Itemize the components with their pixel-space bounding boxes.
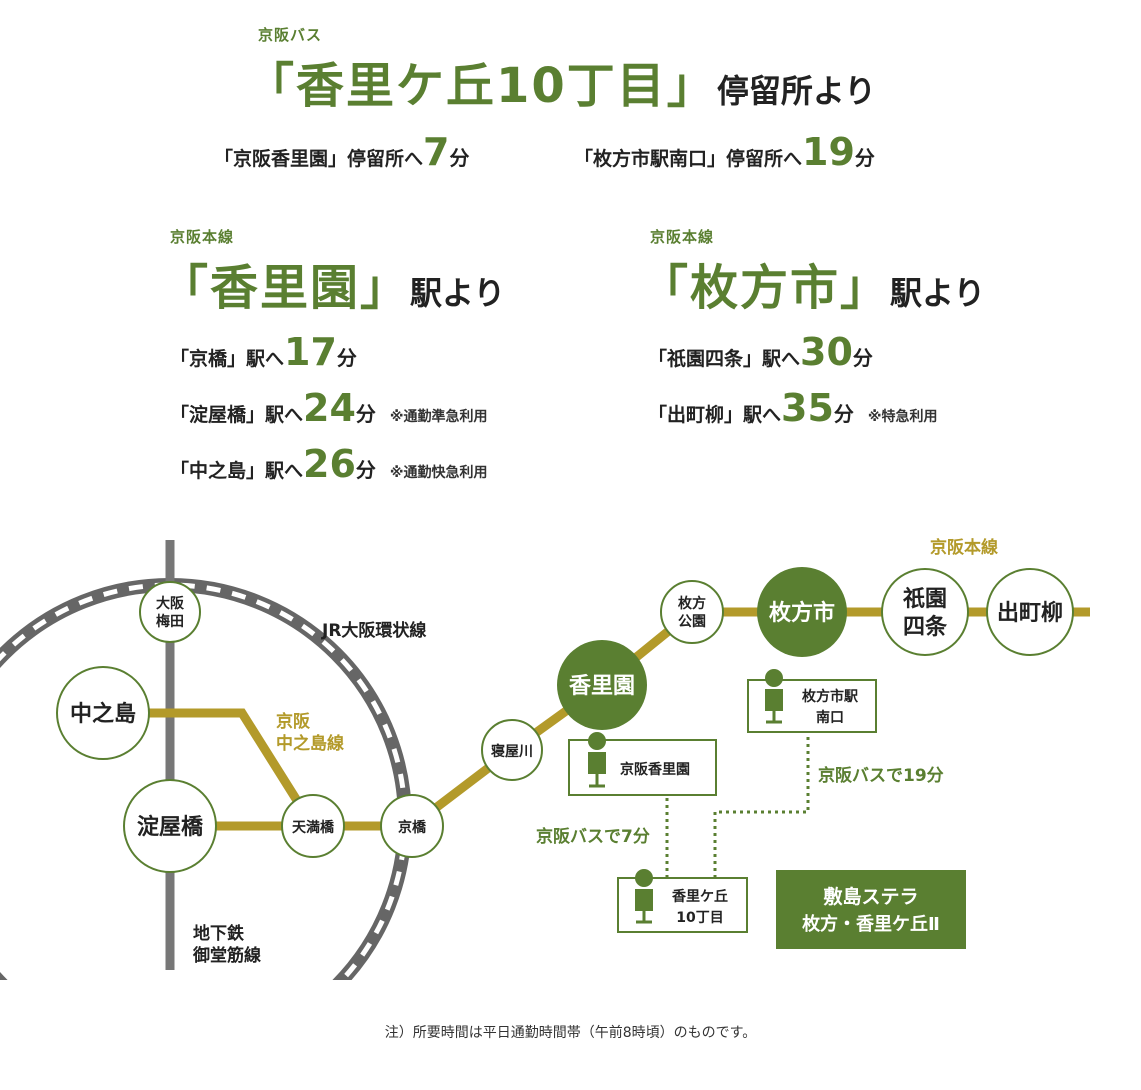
korien-route-2: 「淀屋橋」駅へ 24 分 ※通勤準急利用 [170,386,488,430]
route-unit: 分 [336,346,357,370]
station-hirakatashi: 枚方市 [757,567,847,657]
bus-route-1: 「京阪香里園」停留所へ 7 分 [214,130,469,174]
route-label: 「祇園四条」駅へ [648,348,801,370]
bus-route-label-korien: 京阪バスで7分 [536,826,650,847]
route-label: 「淀屋橋」駅へ [170,404,304,426]
route-unit: 分 [833,402,854,426]
hirakata-heading: 「枚方市」 駅より [640,248,985,318]
nakanoshima-line-label-2: 中之島線 [276,733,344,754]
midosuji-label-1: 地下鉄 [193,923,244,944]
route-note: ※特急利用 [867,409,938,425]
property-box: 敷島ステラ 枚方・香里ケ丘Ⅱ [776,870,966,949]
hirakata-route-1: 「祇園四条」駅へ 30 分 [648,330,873,374]
property-name: 敷島ステラ [823,885,918,908]
station-demachiyanagi: 出町柳 [986,568,1074,656]
route-unit: 分 [854,146,875,170]
hirakata-title: 「枚方市」 [640,260,891,316]
korien-route-3: 「中之島」駅へ 26 分 ※通勤快急利用 [170,442,488,486]
bus-stop-label: 香里ケ丘 [671,888,728,905]
bus-stop-icon [765,669,783,724]
bus-route-dots-hirakata [713,733,810,878]
hirakata-line-label: 京阪本線 [650,228,715,246]
station-neyagawa: 寝屋川 [481,719,543,781]
station-yodoyabashi: 淀屋橋 [123,779,217,873]
route-label: 「中之島」駅へ [170,460,304,482]
bus-stop-label: 枚方市駅 [802,688,859,705]
hirakata-suffix: 駅より [890,274,986,312]
station-label: 四条 [903,614,948,640]
station-label: 京橋 [398,819,427,836]
station-label: 中之島 [70,701,136,727]
bus-stop-label: 京阪香里園 [620,761,690,778]
station-label: 梅田 [156,613,184,630]
bus-route-2: 「枚方市駅南口」停留所へ 19 分 [574,130,875,174]
route-minutes: 7 [423,130,450,174]
bus-stop-icon [635,869,653,924]
nakanoshima-line-label-1: 京阪 [276,711,310,732]
bus-stop-label: 南口 [816,709,844,726]
route-unit: 分 [852,346,873,370]
route-label: 「出町柳」駅へ [648,404,782,426]
route-unit: 分 [449,146,470,170]
station-korien: 香里園 [557,640,647,730]
station-label: 枚方市 [769,600,835,626]
station-label: 祇園 [902,586,947,612]
route-minutes: 35 [781,386,834,430]
bus-operator-label: 京阪バス [258,26,323,44]
station-label: 寝屋川 [491,743,533,760]
korien-heading: 「香里園」 駅より [160,248,505,318]
station-kyobashi: 京橋 [380,794,444,858]
route-unit: 分 [355,458,376,482]
korien-route-1: 「京橋」駅へ 17 分 [170,330,357,374]
station-label: 淀屋橋 [137,814,204,840]
korien-line-label: 京阪本線 [170,228,235,246]
bus-stop-icon [588,732,606,788]
route-minutes: 24 [303,386,356,430]
bus-stop-korigaoka: 香里ケ丘 10丁目 [617,869,748,933]
route-unit: 分 [355,402,376,426]
bus-stop-suffix: 停留所より [716,72,877,110]
station-gion-shijo: 祇園 四条 [881,568,969,656]
station-label: 出町柳 [997,600,1063,626]
keihan-main-line-label: 京阪本線 [930,537,998,558]
station-label: 公園 [678,614,706,630]
route-note: ※通勤快急利用 [389,465,488,481]
station-label: 枚方 [678,595,706,612]
bus-stop-title: 「香里ケ丘10丁目」 [246,58,717,114]
bus-stop-hirakata-south: 枚方市駅 南口 [747,669,877,733]
station-hirakata-koen: 枚方 公園 [660,580,724,644]
station-label: 天満橋 [292,819,335,836]
route-label: 「枚方市駅南口」停留所へ [574,148,803,170]
route-note: ※通勤準急利用 [389,409,488,425]
jr-loop-label: JR大阪環状線 [321,620,426,641]
station-umeda: 大阪 梅田 [139,581,201,643]
hirakata-route-2: 「出町柳」駅へ 35 分 ※特急利用 [648,386,938,430]
station-nakanoshima: 中之島 [56,666,150,760]
bus-route-label-hirakata: 京阪バスで19分 [818,765,944,786]
route-minutes: 26 [303,442,356,486]
bus-stop-heading: 「香里ケ丘10丁目」 停留所より [246,46,876,116]
korien-suffix: 駅より [410,274,506,312]
route-minutes: 30 [800,330,853,374]
midosuji-label-2: 御堂筋線 [192,945,261,966]
bus-stop-keihan-korien: 京阪香里園 [568,732,717,796]
bus-stop-label: 10丁目 [676,910,723,926]
property-subname: 枚方・香里ケ丘Ⅱ [802,913,940,935]
station-label: 大阪 [156,595,185,612]
footnote: 注）所要時間は平日通勤時間帯（午前8時頃）のものです。 [384,1025,757,1041]
station-tenmabashi: 天満橋 [281,794,345,858]
station-label: 香里園 [569,674,635,699]
route-label: 「京橋」駅へ [170,348,285,370]
korien-title: 「香里園」 [160,260,411,316]
route-minutes: 19 [802,130,855,174]
route-minutes: 17 [284,330,337,374]
route-label: 「京阪香里園」停留所へ [214,148,424,170]
